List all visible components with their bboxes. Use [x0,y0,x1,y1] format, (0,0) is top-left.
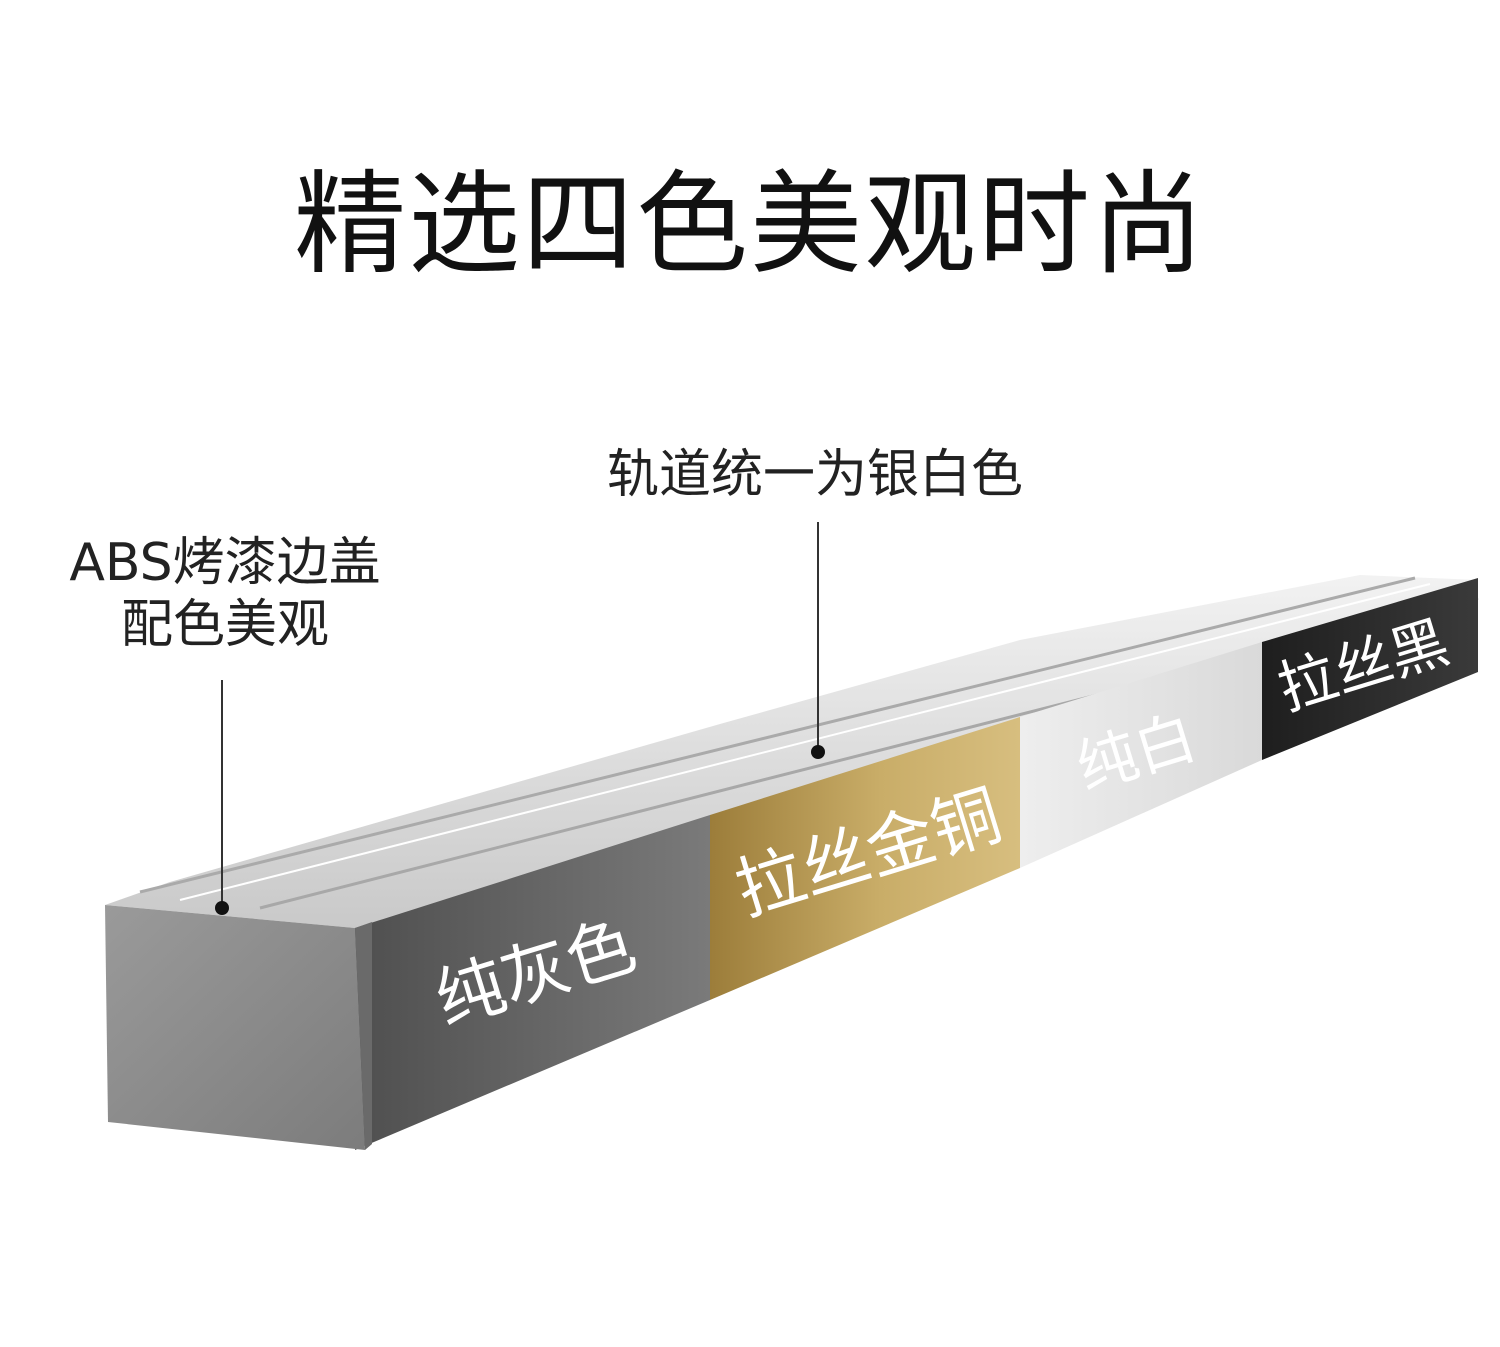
end-cap-callout-line2: 配色美观 [120,595,329,655]
end-cap [105,905,365,1150]
end-cap-edge [355,922,372,1150]
page-title: 精选四色美观时尚 [294,160,1206,290]
end-cap-leader-dot [215,901,229,915]
track-leader-dot [811,745,825,759]
segment-white [1020,642,1262,868]
end-cap-callout: ABS烤漆边盖 配色美观 [40,532,410,656]
track-callout: 轨道统一为银白色 [606,445,1023,505]
track-groove-3 [179,583,1431,901]
track-groove-1 [139,576,1416,894]
track-top-surface [105,575,1478,928]
end-cap-callout-line1: ABS烤漆边盖 [69,533,381,593]
segment-black [1262,578,1478,760]
segment-gold [710,717,1020,1000]
segment-gray [355,815,710,1150]
